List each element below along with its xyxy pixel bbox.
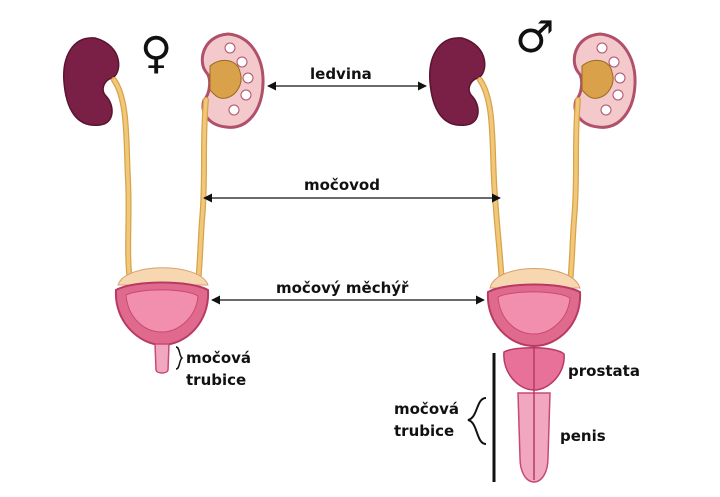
kidney-label: ledvina (310, 65, 372, 83)
male-bladder (486, 268, 582, 348)
female-right-kidney (200, 32, 265, 129)
female-left-kidney (63, 37, 120, 126)
male-urethra-brace (467, 397, 487, 445)
bladder-label: močový měchýř (276, 279, 409, 297)
male-urethra-label-line1: močová (394, 400, 459, 418)
female-symbol: ♀ (140, 28, 172, 79)
male-symbol: ♂ (515, 12, 554, 63)
female-urinary-system: ♀ močová trubice (63, 28, 265, 389)
prostate-label: prostata (568, 362, 640, 380)
female-urethra-label-line2: trubice (186, 371, 246, 389)
penis-label: penis (560, 427, 606, 445)
female-urethra (154, 343, 170, 374)
ureter-label: močovod (304, 176, 380, 194)
male-right-kidney (572, 32, 637, 129)
male-urinary-system: ♂ prostata penis močová trubice (394, 12, 640, 483)
male-left-kidney (429, 37, 486, 126)
female-urethra-brace (175, 346, 184, 370)
male-urethra-label-line2: trubice (394, 422, 454, 440)
female-urethra-label-line1: močová (186, 349, 251, 367)
female-bladder (114, 267, 210, 347)
